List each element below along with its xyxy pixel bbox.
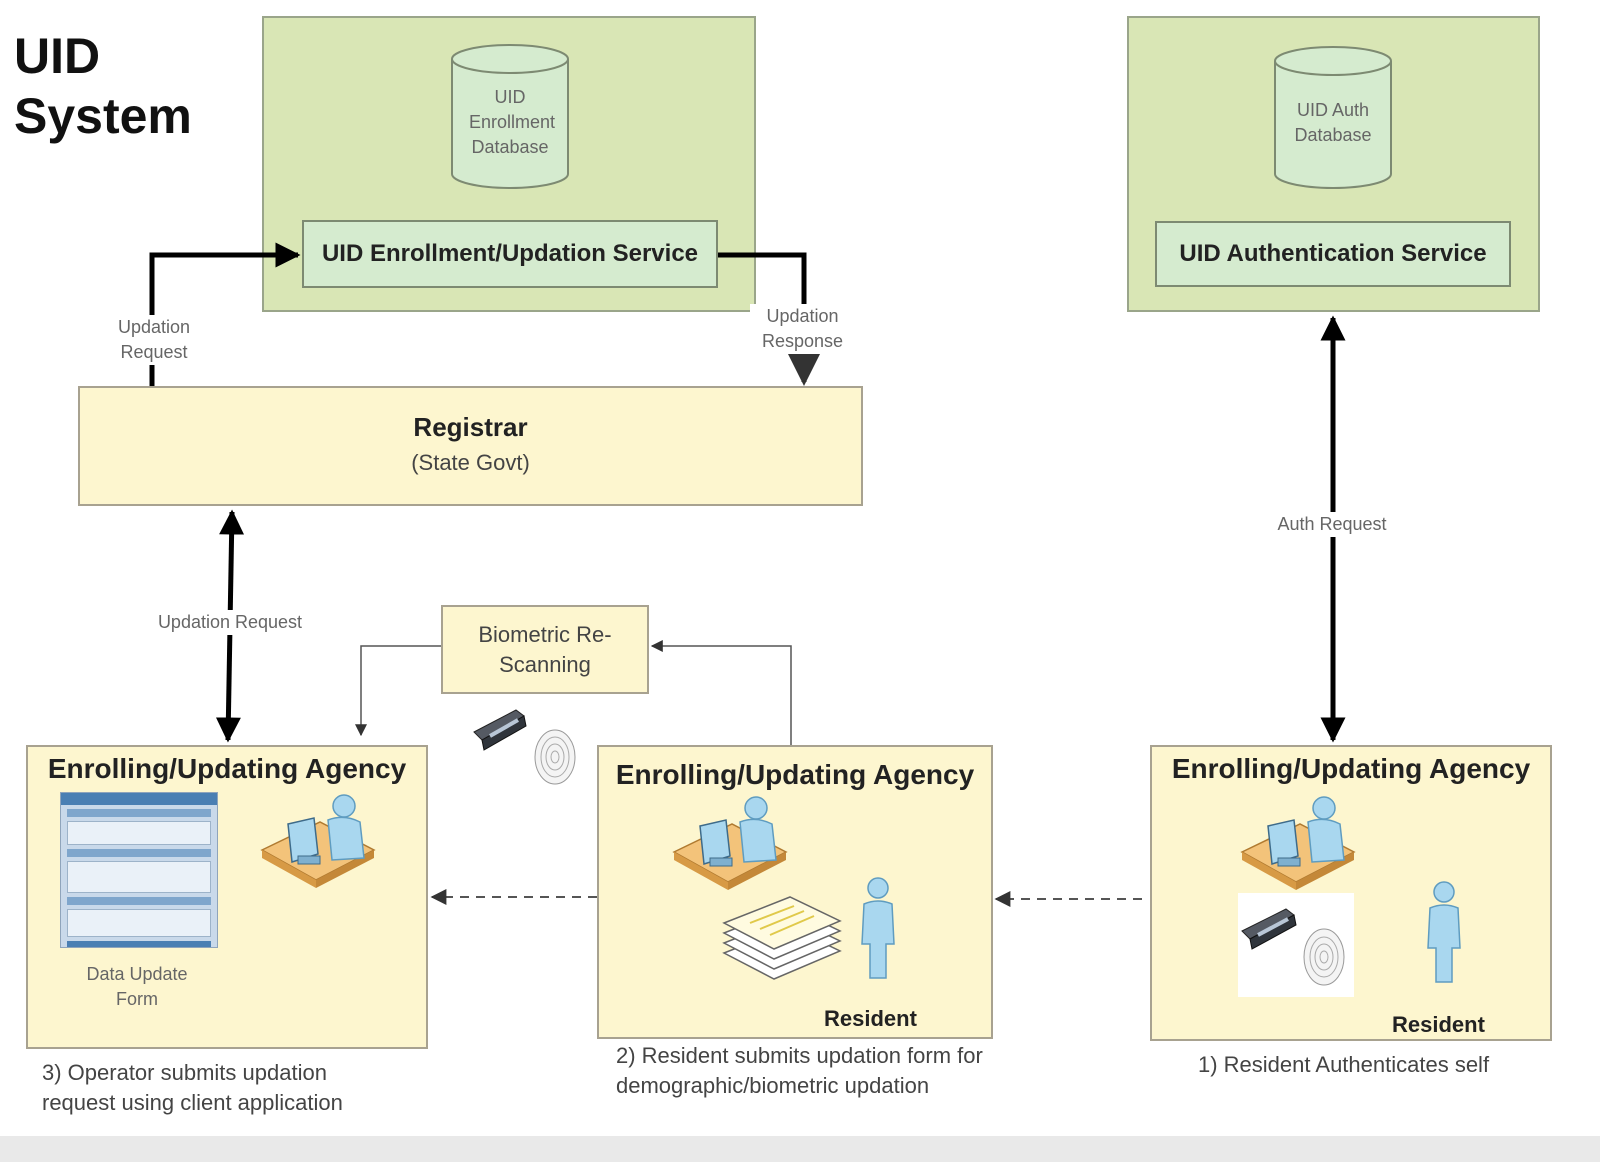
auth-database-label: UID Auth Database [1294,100,1372,145]
registrar-box: Registrar (State Govt) [78,386,863,506]
database-icon [451,44,569,189]
diagram-title: UID System [14,28,192,144]
scanner-icon [1241,908,1345,986]
enrollment-database-label: UID Enrollment Database [469,87,556,157]
resident-label: Resident [824,1006,917,1031]
agency2-to-biometric-line [650,640,792,745]
biometric-to-agency3-line [355,645,441,737]
agency-title: Enrolling/Updating Agency [615,759,975,790]
auth-request-label: Auth Request [1262,512,1402,537]
step1-caption: 1) Resident Authenticates self [1198,1052,1490,1077]
registrar-subtitle: (State Govt) [411,450,530,475]
resident-person-icon [861,877,895,979]
data-update-form-label: Data Update Form [86,964,188,1009]
step2-caption: 2) Resident submits updation form for de… [616,1043,983,1098]
registrar-title: Registrar [413,412,528,442]
agency-box-step2: Enrolling/Updating Agency [597,745,993,1039]
resident-label: Resident [1392,1012,1485,1037]
enrollment-database: UID Enrollment Database [449,43,571,190]
agency-title: Enrolling/Updating Agency [1171,753,1531,784]
resident-person-icon [1427,881,1461,983]
updation-response-label: Updation Response [750,304,855,354]
auth-service: UID Authentication Service [1155,221,1511,287]
biometric-rescanning-box: Biometric Re-Scanning [441,605,649,694]
enrollment-service: UID Enrollment/Updation Service [302,220,718,288]
scanner-icon [473,709,576,785]
biometric-rescanning-label: Biometric Re-Scanning [478,621,612,677]
auth-database: UID Auth Database [1272,45,1394,190]
updation-request-label-mid: Updation Request [140,610,320,635]
updation-request-label-top: Updation Request [104,315,204,365]
operator-at-desk-icon [260,794,376,888]
enrollment-service-label: UID Enrollment/Updation Service [321,240,699,267]
operator-at-desk-icon [672,796,788,890]
operator-at-desk-icon [1240,796,1356,890]
documents-stack-icon [722,896,842,980]
data-update-form-screenshot [60,792,218,948]
bottom-bar [0,1136,1600,1162]
step3-caption: 3) Operator submits updation request usi… [42,1060,343,1115]
auth-service-label: UID Authentication Service [1179,240,1487,267]
agency-title: Enrolling/Updating Agency [47,753,407,784]
database-icon [1274,46,1392,189]
